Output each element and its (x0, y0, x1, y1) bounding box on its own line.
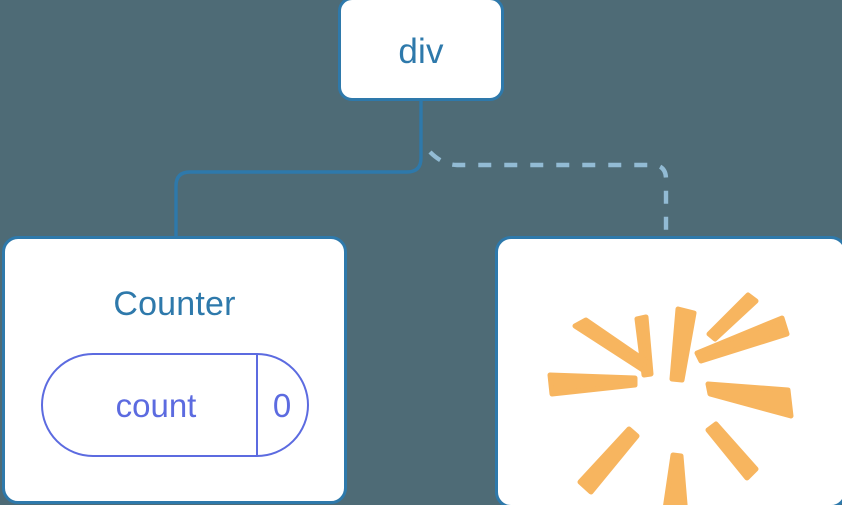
sparkle-ray-w (547, 372, 638, 397)
sparkle-ray-nw (572, 317, 653, 375)
sparkle-ray-s (663, 452, 688, 505)
sparkle-ray-sw (577, 426, 640, 495)
node-counter-label: Counter (113, 285, 236, 323)
node-div[interactable]: div (338, 0, 504, 101)
state-key: count (115, 386, 197, 424)
state-value: 0 (272, 386, 292, 424)
state-pill-count[interactable]: count 0 (40, 353, 309, 457)
node-sparkle[interactable] (495, 236, 842, 505)
sparkle-ray-se (705, 421, 759, 481)
edge-root-to-sparkle (428, 150, 669, 238)
sparkle-burst-icon (547, 292, 794, 505)
state-pill-divider (255, 355, 258, 455)
sparkle-ray-n (669, 306, 697, 383)
node-counter[interactable]: Counter count 0 (2, 236, 347, 504)
sparkle-ray-ne (694, 315, 790, 364)
edge-root-to-counter (174, 99, 423, 240)
node-div-label: div (398, 31, 444, 71)
sparkle-ray-e (705, 381, 794, 419)
sparkle-ray-nnw2 (706, 292, 759, 342)
